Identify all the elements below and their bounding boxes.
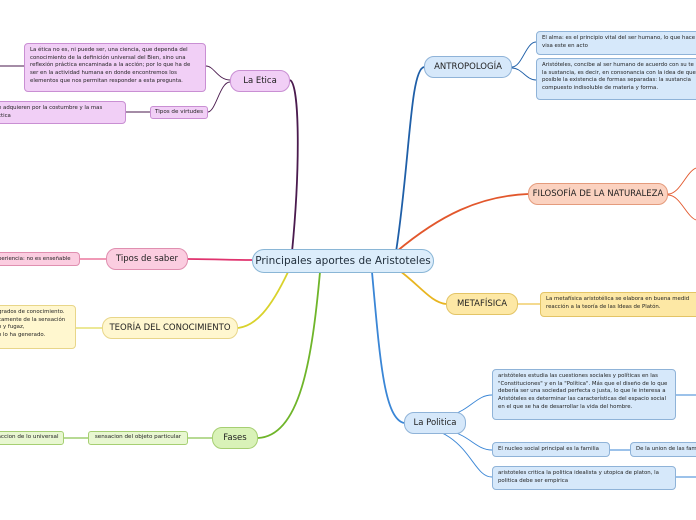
etica-virtudes-note[interactable]: e adquieren por la costumbre y la mas ct…	[0, 101, 126, 124]
link-etica-virtudes	[207, 81, 231, 113]
topic-la-politica[interactable]: La Politica	[404, 412, 466, 434]
link-filosofia	[395, 193, 529, 253]
link-antro-note1	[511, 41, 537, 68]
topic-filosofia-naturaleza[interactable]: FILOSOFÍA DE LA NATURALEZA	[528, 183, 668, 205]
link-saber	[187, 258, 253, 261]
link-politica	[371, 271, 405, 424]
link-antropologia	[395, 66, 425, 253]
etica-note[interactable]: La ética no es, ni puede ser, una cienci…	[24, 43, 206, 92]
link-filo-b	[667, 194, 696, 221]
etica-virtudes[interactable]: Tipos de virtudes	[150, 106, 208, 119]
politica-note-union[interactable]: De la union de las fam	[630, 442, 696, 457]
central-topic[interactable]: Principales aportes de Aristoteles	[252, 249, 434, 273]
link-antro-note2	[511, 67, 537, 81]
link-etica	[289, 79, 299, 253]
link-etica-note	[205, 65, 231, 81]
antropologia-note-sustancia[interactable]: Aristóteles, concibe al ser humano de ac…	[536, 58, 696, 100]
antropologia-note-alma[interactable]: El alma: es el principio vital del ser h…	[536, 31, 696, 55]
fases-universal[interactable]: accion de lo universal	[0, 431, 64, 445]
saber-note[interactable]: periencia: no es enseñable	[0, 252, 80, 266]
link-filo-a	[667, 167, 696, 195]
topic-metafisica[interactable]: METAFÍSICA	[446, 293, 518, 315]
politica-note-familia[interactable]: El nucleo social principal es la familia	[492, 442, 610, 457]
metafisica-note[interactable]: La metafísica aristotélica se elabora en…	[540, 292, 696, 317]
link-fases	[257, 271, 321, 439]
fases-sensacion[interactable]: sensacion del objeto particular	[88, 431, 188, 445]
topic-teoria-conocimiento[interactable]: TEORÍA DEL CONOCIMIENTO	[102, 317, 238, 339]
politica-note-constituciones[interactable]: aristóteles estudia las cuestiones socia…	[492, 369, 676, 420]
politica-note-platon[interactable]: aristoteles critica la politica idealist…	[492, 466, 676, 490]
link-conocimiento	[237, 271, 289, 329]
topic-fases[interactable]: Fases	[212, 427, 258, 449]
link-metafisica	[395, 267, 447, 305]
topic-tipos-de-saber[interactable]: Tipos de saber	[106, 248, 188, 270]
topic-antropologia[interactable]: ANTROPOLOGÍA	[424, 56, 512, 78]
topic-la-etica[interactable]: La Etica	[230, 70, 290, 92]
conocimiento-note[interactable]: grados de conocimiento. camente de la se…	[0, 305, 76, 349]
